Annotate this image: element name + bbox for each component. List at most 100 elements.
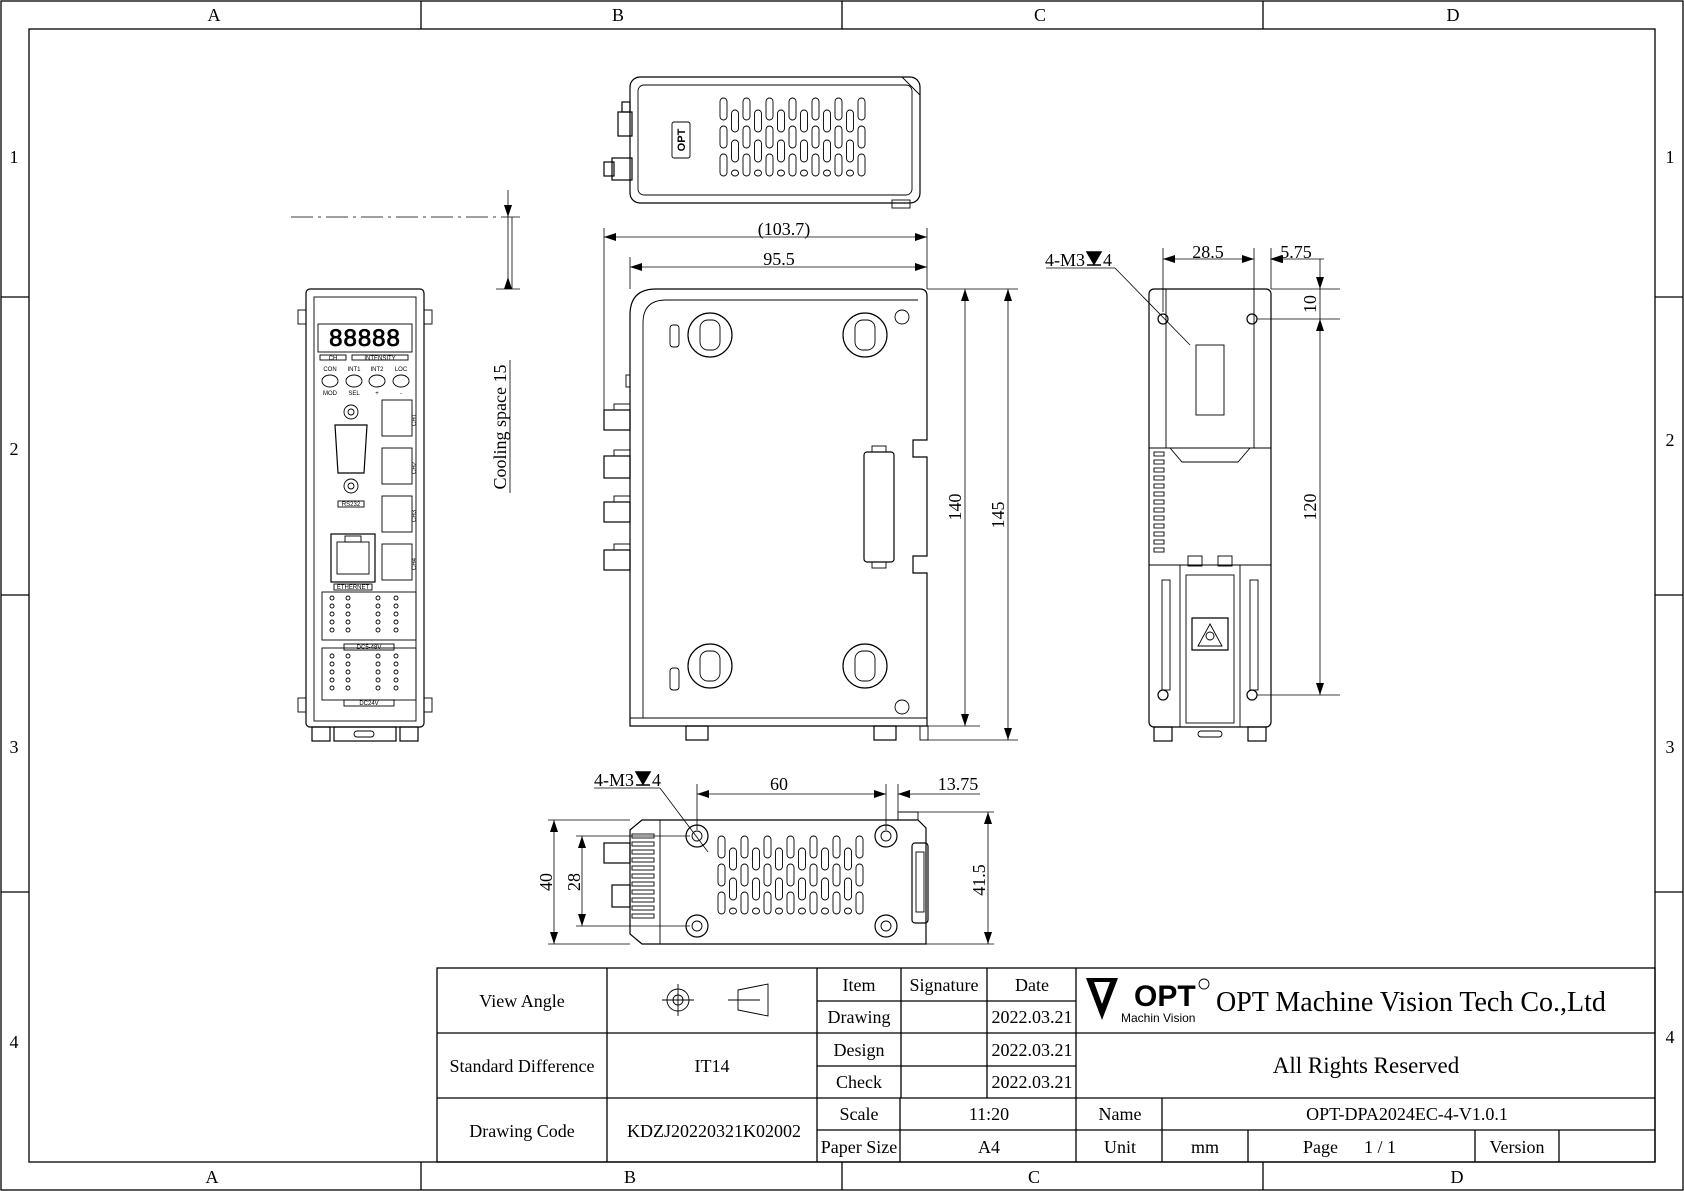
terminal-pin [375, 661, 381, 667]
side-fin [1153, 499, 1165, 505]
vent-slot [752, 847, 760, 871]
dim-height-140: 140 [945, 494, 965, 521]
vent-slot [855, 891, 864, 915]
terminal-pin [345, 653, 351, 659]
dim-bottom-13-75: 13.75 [938, 774, 979, 794]
side-view-dimensions [603, 228, 1018, 741]
terminal-pin [375, 603, 381, 609]
vent-slot [765, 153, 774, 177]
side-fin [1153, 459, 1165, 465]
label-dc24v: DC24V [359, 701, 378, 707]
seven-seg-display-frame [317, 323, 413, 353]
heatsink-fin [631, 841, 655, 847]
bottom-view-dimensions [548, 784, 994, 945]
top-view-vent-slots [719, 97, 866, 177]
vent-slot [811, 153, 820, 177]
vent-slot [800, 109, 808, 133]
thread-callout-side: 4-M3 [1045, 250, 1085, 270]
terminal-pin [345, 619, 351, 625]
terminal-pin [329, 685, 335, 691]
label-ethernet: ETHERNET [337, 585, 370, 591]
vent-slot [855, 863, 864, 887]
vent-slot [786, 835, 795, 859]
zone-col-d-bottom: D [1451, 1167, 1464, 1187]
heatsink-fin [631, 897, 655, 903]
vent-slot [775, 907, 783, 915]
label-paper-size: Paper Size [821, 1137, 897, 1157]
header-date: Date [1015, 975, 1049, 995]
vent-slot [765, 97, 774, 121]
value-scale: 11:20 [969, 1104, 1009, 1124]
side-connectors [603, 374, 631, 571]
side-fin [1153, 475, 1165, 481]
cooling-space-dimension [291, 190, 520, 290]
thread-depth-side: 4 [1103, 250, 1112, 270]
vent-slot [846, 169, 854, 177]
vent-slot [798, 847, 806, 871]
top-logo-plate [671, 121, 691, 159]
rights-notice: All Rights Reserved [1273, 1053, 1460, 1078]
terminal-pin [393, 685, 399, 691]
label-ch2: CH2 [412, 461, 418, 474]
value-name: OPT-DPA2024EC-4-V1.0.1 [1306, 1104, 1508, 1124]
side-view-main [603, 288, 929, 741]
vent-slot [821, 847, 829, 871]
terminal-pin [345, 627, 351, 633]
terminal-pin [329, 661, 335, 667]
company-name: OPT Machine Vision Tech Co.,Ltd [1216, 987, 1606, 1018]
zone-row-3-right: 3 [1666, 737, 1675, 757]
vent-slot [717, 891, 726, 915]
row-drawing-date: 2022.03.21 [992, 1007, 1073, 1027]
heatsink-fin [631, 873, 655, 879]
dim-side-120: 120 [1300, 494, 1320, 521]
terminal-pin [375, 677, 381, 683]
label-plus: + [375, 391, 379, 397]
vent-slot [740, 863, 749, 887]
vent-slot [834, 97, 843, 121]
heatsink-fin [631, 905, 655, 911]
zone-col-a-bottom: A [206, 1167, 219, 1187]
vent-slot [832, 891, 841, 915]
terminal-block-lower [321, 647, 417, 701]
terminal-block-upper [321, 591, 417, 641]
vent-slot [742, 97, 751, 121]
label-int1: INT1 [347, 367, 361, 373]
vent-slot [719, 153, 728, 177]
terminal-pin [329, 603, 335, 609]
dim-overall-width: (103.7) [758, 219, 811, 240]
vent-slot [731, 109, 739, 133]
seven-seg-display: 88888 [329, 325, 401, 352]
terminal-pin [329, 611, 335, 617]
zone-row-4-right: 4 [1666, 1027, 1675, 1047]
vent-slot [752, 907, 760, 915]
vent-slot [832, 835, 841, 859]
zone-row-4-left: 4 [10, 1032, 19, 1052]
terminal-pin [375, 653, 381, 659]
label-int2: INT2 [370, 367, 384, 373]
row-check-item: Check [836, 1072, 882, 1092]
side-fin [1153, 467, 1165, 473]
vent-slot [834, 153, 843, 177]
vent-slot [742, 153, 751, 177]
heatsink-fin [631, 857, 655, 863]
label-mod: MOD [323, 391, 338, 397]
depth-symbol-side [1085, 251, 1103, 266]
vent-slot [719, 125, 728, 149]
value-standard-difference: IT14 [695, 1056, 730, 1076]
zone-row-2-left: 2 [10, 439, 19, 459]
vent-slot [844, 907, 852, 915]
label-page: Page [1303, 1137, 1338, 1157]
terminal-pin [393, 619, 399, 625]
heatsink-fin [631, 889, 655, 895]
label-ch3: CH3 [412, 509, 418, 522]
zone-col-a-top: A [208, 5, 221, 25]
vent-slot [811, 97, 820, 121]
mount-holes [669, 309, 910, 715]
zone-row-3-left: 3 [10, 737, 19, 757]
zone-col-d-top: D [1447, 5, 1460, 25]
terminal-pin [329, 677, 335, 683]
terminal-pin [329, 627, 335, 633]
value-page: 1 / 1 [1364, 1137, 1396, 1157]
vent-slot [740, 891, 749, 915]
